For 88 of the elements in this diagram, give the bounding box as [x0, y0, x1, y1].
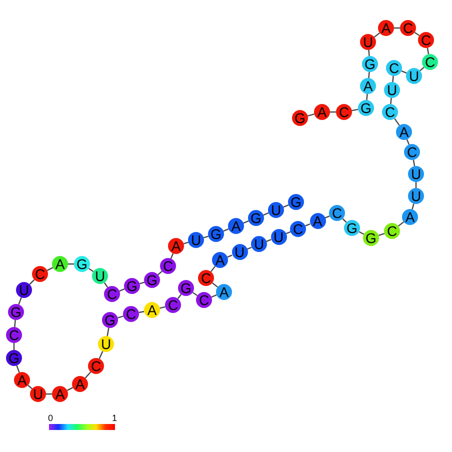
backbone-line	[84, 372, 92, 378]
backbone-line	[390, 98, 392, 104]
nucleotide-circle: A	[144, 302, 160, 318]
backbone-line	[412, 160, 416, 166]
nucleotide-circle: C	[160, 258, 176, 274]
backbone-line	[66, 387, 74, 391]
nucleotide-circle: C	[386, 60, 402, 76]
nucleotide-circle: C	[422, 54, 438, 70]
nucleotide-circle: G	[362, 56, 378, 72]
nucleotide-circle: A	[72, 376, 88, 392]
backbone-line	[227, 254, 232, 258]
nucleotide-circle: A	[216, 284, 232, 300]
nucleotide-circle: C	[165, 297, 181, 313]
backbone-line	[266, 239, 272, 242]
nucleotide-circle: G	[358, 100, 374, 116]
nucleotide-circle: U	[232, 244, 248, 260]
nucleotide-circle: A	[396, 124, 412, 140]
nucleotide-circle: G	[363, 230, 379, 246]
nucleotide-circle: C	[6, 327, 22, 343]
backbone-line	[118, 316, 124, 318]
backbone-line	[352, 108, 358, 112]
nucleotide-circle: G	[178, 280, 194, 296]
nucleotide-circle: C	[198, 270, 214, 286]
nucleotide-circle: G	[8, 304, 24, 320]
nucleotide-circle: U	[30, 386, 46, 402]
nucleotide-circle: G	[6, 350, 22, 366]
nucleotide-circle: A	[52, 256, 68, 272]
nucleotide-circle: A	[378, 20, 394, 36]
nucleotide-circle: U	[251, 236, 267, 252]
backbone-line	[368, 72, 370, 78]
backbone-line	[394, 118, 400, 126]
nucleotide-circle: C	[404, 144, 420, 160]
nucleotide-circle: U	[268, 202, 284, 218]
nucleotide-circle: G	[208, 226, 224, 242]
nucleotide-circle: C	[418, 32, 434, 48]
nucleotide-circle: A	[402, 209, 418, 225]
nucleotide-circle: C	[32, 266, 48, 282]
nucleotide-circle: G	[74, 256, 90, 272]
nucleotide-circle: G	[292, 110, 308, 126]
nucleotide-circle: C	[400, 20, 416, 36]
nucleotide-circle: A	[314, 104, 330, 120]
backbone-line	[14, 320, 16, 328]
nucleotide-circle: G	[344, 220, 360, 236]
backbone-line	[392, 76, 394, 82]
nucleotide-circle: U	[408, 188, 424, 204]
nucleotide-circle: A	[14, 372, 30, 388]
nucleotide-circle: G	[102, 312, 118, 328]
backbone-line	[138, 310, 144, 314]
nucleotide-circle: U	[188, 232, 204, 248]
nucleotide-circle: U	[406, 68, 422, 84]
backbone-line	[106, 328, 110, 336]
nucleotide-circle: U	[92, 268, 108, 284]
backbone-line	[305, 223, 310, 226]
scale-value: 0	[48, 413, 54, 423]
scale-value: 1	[112, 413, 118, 423]
nucleotide-circle: C	[382, 104, 398, 120]
nucleotide-circle: C	[196, 292, 212, 308]
nucleotide-circle: A	[310, 213, 326, 229]
nucleotide-circle: C	[290, 220, 306, 237]
backbone-line	[366, 94, 368, 100]
nucleotide-circle: A	[168, 238, 184, 254]
nucleotide-circle: C	[123, 306, 139, 322]
nucleotide-circle: G	[248, 210, 264, 226]
nucleotide-circle: U	[16, 282, 32, 298]
backbone-line	[412, 204, 414, 210]
nucleotide-circle: G	[288, 194, 304, 210]
backbone-line	[46, 267, 54, 271]
nucleotide-circle: C	[329, 205, 345, 221]
nucleotide-circle: A	[52, 386, 68, 402]
nucleotide-circle: A	[212, 252, 228, 268]
nucleotide-circle: G	[144, 272, 160, 288]
nucleotide-circle: C	[336, 104, 352, 120]
backbone-line	[98, 351, 104, 359]
backbone-line	[358, 231, 364, 235]
nucleotide-circle: C	[384, 223, 400, 239]
backbone-line	[426, 48, 430, 54]
nucleotide-circle: C	[104, 286, 120, 302]
backbone-line	[308, 114, 314, 116]
nucleotide-circle: U	[270, 228, 286, 245]
nucleotide-circle: C	[88, 358, 104, 374]
nucleotide-circle: A	[228, 218, 244, 234]
nucleotide-circle: U	[98, 336, 114, 352]
backbone-line	[368, 50, 370, 56]
nucleotide-circle: U	[384, 82, 400, 98]
nucleotide-circle: A	[360, 78, 376, 94]
nucleotide-circle: U	[408, 166, 424, 182]
nucleotide-circle: U	[360, 34, 376, 50]
nucleotide-circle: G	[124, 278, 140, 294]
